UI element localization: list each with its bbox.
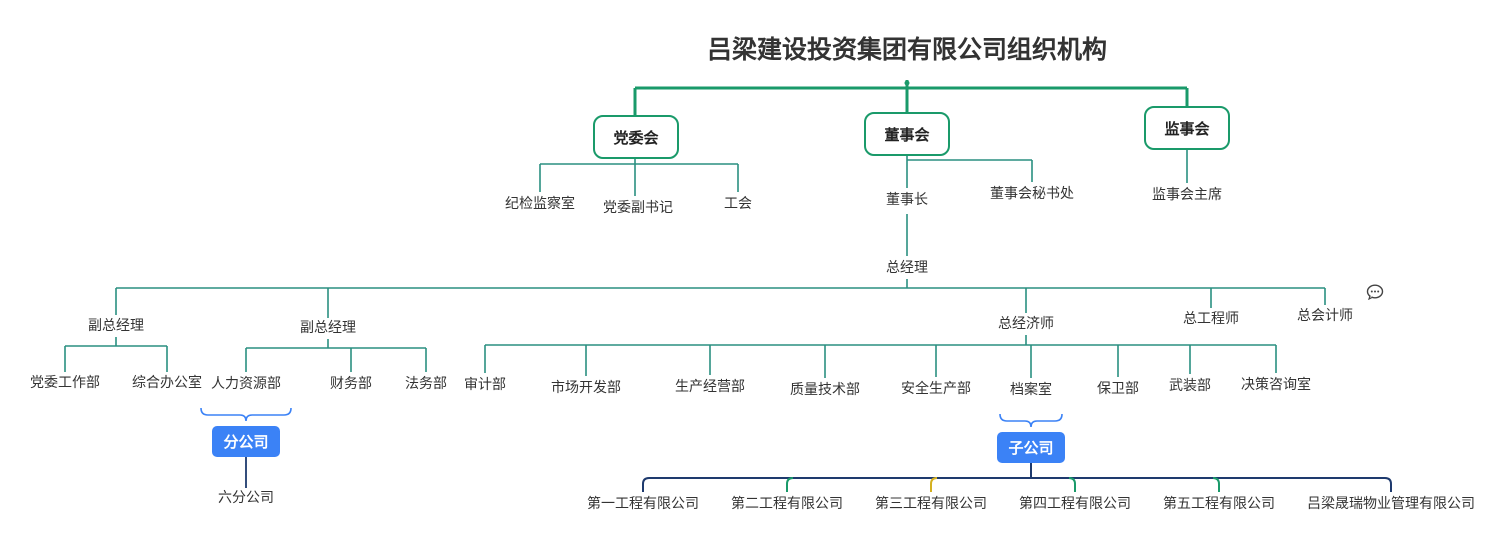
node-trade-union[interactable]: 工会 bbox=[724, 196, 752, 212]
node-hr-dept[interactable]: 人力资源部 bbox=[211, 376, 281, 392]
node-quality-tech-dept[interactable]: 质量技术部 bbox=[790, 382, 860, 398]
node-sixth-branch[interactable]: 六分公司 bbox=[218, 490, 274, 506]
node-legal-dept[interactable]: 法务部 bbox=[405, 376, 447, 392]
node-supervisory-chairman[interactable]: 监事会主席 bbox=[1152, 187, 1222, 203]
subsidiary-company-tag[interactable]: 子公司 bbox=[997, 432, 1065, 463]
teal-connectors bbox=[64, 149, 1326, 378]
node-subsidiary-2[interactable]: 第二工程有限公司 bbox=[731, 496, 843, 512]
top-connectors bbox=[633, 80, 1189, 116]
node-market-dev-dept[interactable]: 市场开发部 bbox=[551, 380, 621, 396]
node-chief-engineer[interactable]: 总工程师 bbox=[1183, 311, 1239, 327]
node-discipline-office[interactable]: 纪检监察室 bbox=[505, 196, 575, 212]
node-subsidiary-5[interactable]: 第五工程有限公司 bbox=[1163, 496, 1275, 512]
node-security-dept[interactable]: 保卫部 bbox=[1097, 381, 1139, 397]
node-armed-forces-dept[interactable]: 武装部 bbox=[1169, 378, 1211, 394]
board-of-directors-box[interactable]: 董事会 bbox=[864, 112, 950, 156]
node-finance-dept[interactable]: 财务部 bbox=[330, 376, 372, 392]
node-party-work-dept[interactable]: 党委工作部 bbox=[30, 375, 100, 391]
node-deputy-gm-1[interactable]: 副总经理 bbox=[88, 318, 144, 334]
subsidiary-connectors bbox=[642, 463, 1392, 492]
page-title: 吕梁建设投资集团有限公司组织机构 bbox=[706, 35, 1108, 64]
node-board-secretariat[interactable]: 董事会秘书处 bbox=[990, 186, 1074, 202]
node-archives-room[interactable]: 档案室 bbox=[1010, 382, 1052, 398]
node-general-manager[interactable]: 总经理 bbox=[886, 260, 928, 276]
node-production-ops-dept[interactable]: 生产经营部 bbox=[675, 379, 745, 395]
node-subsidiary-4[interactable]: 第四工程有限公司 bbox=[1019, 496, 1131, 512]
summary-braces bbox=[200, 407, 1063, 428]
node-general-office[interactable]: 综合办公室 bbox=[132, 375, 202, 391]
party-committee-box[interactable]: 党委会 bbox=[593, 115, 679, 159]
node-subsidiary-1[interactable]: 第一工程有限公司 bbox=[587, 496, 699, 512]
branch-company-tag[interactable]: 分公司 bbox=[212, 426, 280, 457]
node-chief-accountant[interactable]: 总会计师 bbox=[1297, 308, 1353, 324]
node-subsidiary-3[interactable]: 第三工程有限公司 bbox=[875, 496, 987, 512]
node-audit-dept[interactable]: 审计部 bbox=[464, 377, 506, 393]
node-deputy-party-secretary[interactable]: 党委副书记 bbox=[603, 200, 673, 216]
node-decision-consult-room[interactable]: 决策咨询室 bbox=[1241, 377, 1311, 393]
node-subsidiary-property[interactable]: 吕梁晟瑞物业管理有限公司 bbox=[1307, 496, 1475, 512]
supervisory-board-box[interactable]: 监事会 bbox=[1144, 106, 1230, 150]
comment-icon[interactable] bbox=[1366, 284, 1384, 301]
title-anchor-dot bbox=[904, 80, 910, 86]
node-chief-economist[interactable]: 总经济师 bbox=[998, 316, 1054, 332]
node-safety-production-dept[interactable]: 安全生产部 bbox=[901, 381, 971, 397]
node-chairman[interactable]: 董事长 bbox=[886, 192, 928, 208]
node-deputy-gm-2[interactable]: 副总经理 bbox=[300, 320, 356, 336]
